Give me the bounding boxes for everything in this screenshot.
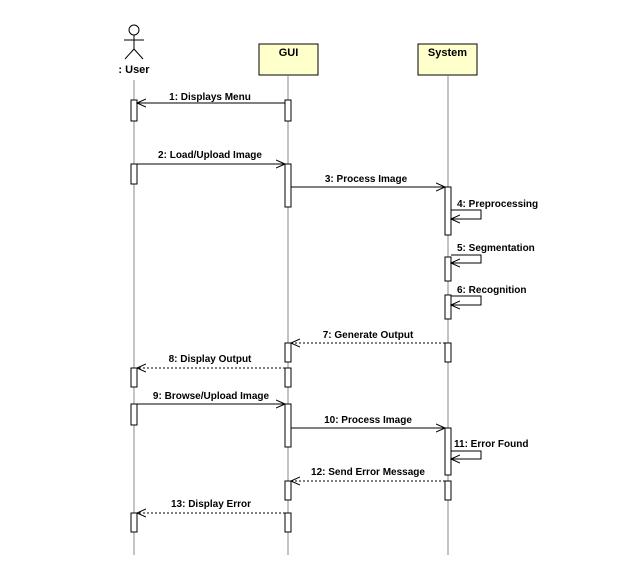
activation-bar	[444, 480, 452, 501]
activation-bar	[130, 99, 138, 122]
message-arrow	[451, 254, 482, 263]
message-6: 6: Recognition	[451, 285, 526, 305]
message-label: 5: Segmentation	[457, 243, 535, 254]
message-label: 3: Process Image	[325, 174, 408, 185]
message-11: 11: Error Found	[451, 439, 528, 459]
message-10: 10: Process Image	[291, 415, 445, 428]
message-label: 4: Preprocessing	[457, 199, 538, 210]
participant-gui: GUI	[258, 43, 319, 76]
activation-bar	[130, 403, 138, 426]
message-4: 4: Preprocessing	[451, 199, 538, 219]
message-arrow	[451, 209, 482, 219]
activation-bar	[284, 367, 292, 388]
activations	[130, 99, 452, 533]
actor-leg-right	[133, 48, 144, 60]
message-label: 6: Recognition	[457, 285, 526, 296]
message-label: 13: Display Error	[171, 499, 251, 510]
activation-bar	[444, 342, 452, 363]
message-5: 5: Segmentation	[451, 243, 535, 263]
message-7: 7: Generate Output	[291, 330, 445, 343]
activation-bar	[130, 367, 138, 388]
message-9: 9: Browse/Upload Image	[137, 391, 285, 404]
participant-system-label: System	[428, 47, 467, 59]
participant-box	[258, 43, 319, 76]
message-arrow	[451, 450, 482, 459]
participant-gui-label: GUI	[279, 47, 299, 59]
activation-bar	[130, 512, 138, 533]
actor-head	[128, 24, 140, 36]
activation-bar	[284, 480, 292, 501]
activation-bar	[130, 163, 138, 185]
actor-user: : User	[118, 24, 150, 76]
activation-bar	[284, 163, 292, 208]
message-label: 10: Process Image	[324, 415, 412, 426]
actor-leg-left	[124, 48, 135, 60]
message-8: 8: Display Output	[137, 354, 285, 368]
participant-box	[417, 43, 478, 76]
activation-bar	[444, 186, 452, 236]
message-3: 3: Process Image	[291, 174, 445, 187]
participant-system: System	[417, 43, 478, 76]
activation-bar	[444, 294, 452, 320]
activation-bar	[284, 342, 292, 363]
activation-bar	[284, 403, 292, 448]
message-label: 7: Generate Output	[323, 330, 414, 341]
message-13: 13: Display Error	[137, 499, 285, 513]
message-label: 12: Send Error Message	[311, 467, 425, 478]
activation-bar	[444, 256, 452, 282]
message-1: 1: Displays Menu	[137, 92, 285, 103]
message-2: 2: Load/Upload Image	[137, 150, 285, 164]
message-label: 11: Error Found	[454, 439, 528, 450]
message-label: 2: Load/Upload Image	[158, 150, 262, 161]
actor-user-label: : User	[118, 64, 150, 76]
activation-bar	[284, 99, 292, 122]
message-12: 12: Send Error Message	[291, 467, 445, 481]
activation-bar	[284, 512, 292, 533]
message-label: 8: Display Output	[169, 354, 252, 365]
message-label: 1: Displays Menu	[169, 92, 251, 103]
message-label: 9: Browse/Upload Image	[153, 391, 270, 402]
message-arrow	[451, 295, 482, 305]
activation-bar	[444, 427, 452, 476]
